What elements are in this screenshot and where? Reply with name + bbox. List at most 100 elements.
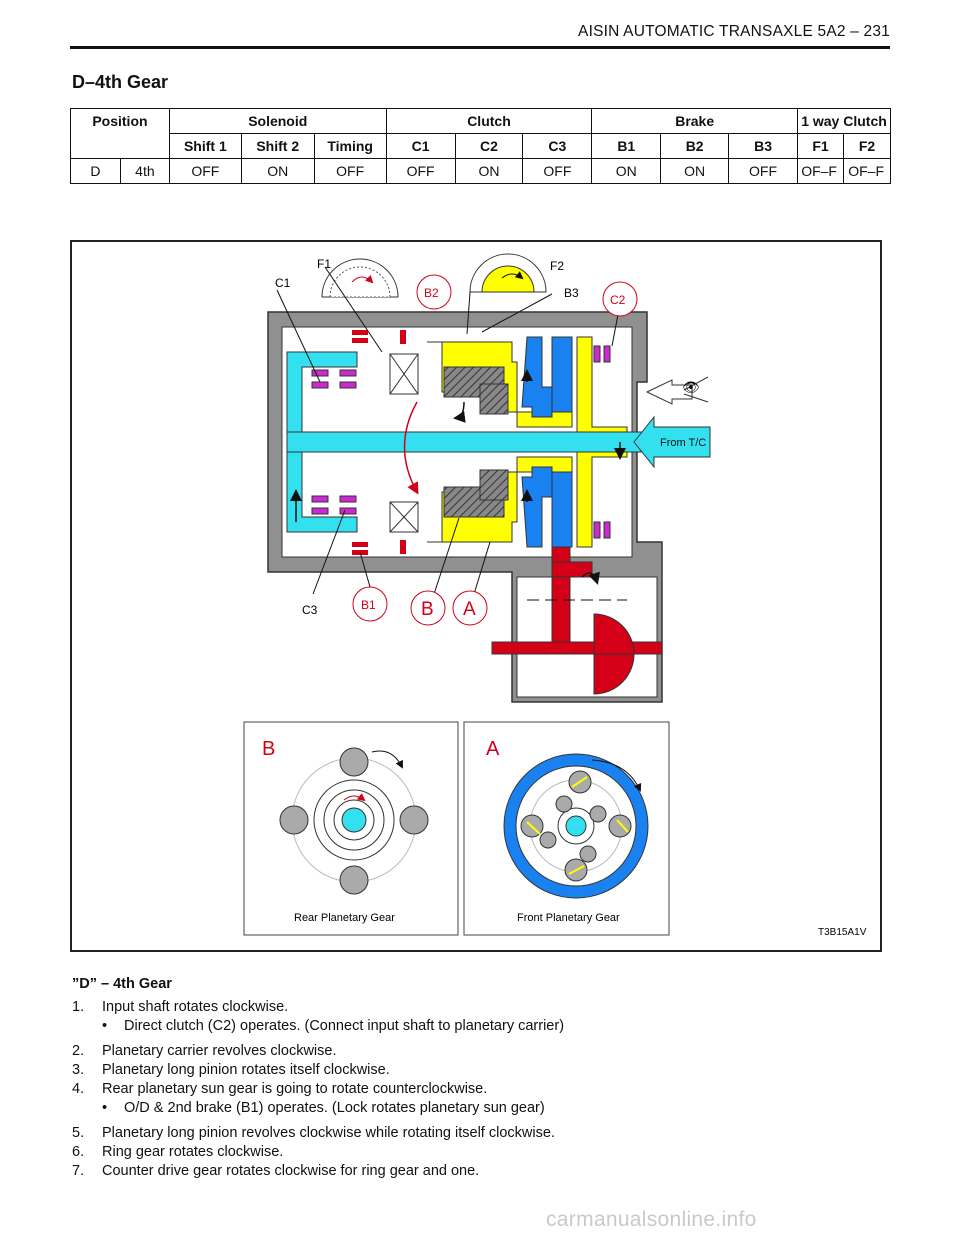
label-b2-bubble: B2 [416,274,452,310]
label-c1: C1 [275,276,291,290]
counter-driven-gear [551,561,593,578]
label-b1: B1 [361,598,376,612]
watermark: carmanualsonline.info [546,1208,757,1231]
rear-planetary-inset: B Rear Planetary Gear [243,721,459,936]
col-c2: C2 [454,133,524,159]
step-number: 7. [72,1163,85,1179]
description-title: ”D” – 4th Gear [72,976,172,992]
step-number: 3. [72,1062,85,1078]
list-item: 6. Ring gear rotates clockwise. [72,1143,892,1162]
cell-gear: 4th [119,158,170,184]
header-solenoid: Solenoid [168,108,387,134]
rear-pinion-top [339,747,369,777]
list-item: 2. Planetary carrier revolves clockwise. [72,1042,892,1061]
cell-c1: OFF [385,158,456,184]
label-a-bubble: A [452,590,488,626]
table-subheader-row: Shift 1 Shift 2 Timing C1 C2 C3 B1 B2 B3… [70,133,892,159]
col-timing: Timing [313,133,387,159]
label-c2-bubble: C2 [602,281,638,317]
list-item: 7. Counter drive gear rotates clockwise … [72,1162,892,1181]
differential-lower [593,653,635,695]
front-long-pinion-right [608,814,632,838]
step-text: Ring gear rotates clockwise. [102,1144,284,1160]
col-b1: B1 [591,133,662,159]
c2-drum-lower [576,451,628,548]
short-pinion-lower [479,469,509,501]
from-tc-arrow: From T/C [633,415,711,469]
rotation-arrows [290,369,626,585]
front-planetary-inset: A Front Planetary Gear [463,721,670,936]
f1-one-way-clutch [389,353,419,533]
bullet-dot: • [102,1018,108,1034]
view-direction-arrow: 👁 [645,376,709,405]
ring-gear-web-lower [551,471,573,548]
label-b: B [421,599,434,620]
counter-drive-gear [551,546,571,643]
col-shift1: Shift 1 [168,133,242,159]
front-planetary-title: Front Planetary Gear [517,912,620,924]
cell-timing: OFF [313,158,387,184]
label-b3: B3 [564,286,579,300]
bullet-dot: • [102,1100,108,1116]
col-f2: F2 [842,133,892,159]
col-f1: F1 [797,133,844,159]
label-f1: F1 [317,257,331,271]
col-shift2: Shift 2 [240,133,315,159]
gear-engagement-table: Position Solenoid Clutch Brake 1 way Clu… [70,108,892,184]
inset-label-b: B [262,738,275,760]
step-text: Planetary long pinion rotates itself clo… [102,1062,390,1078]
header-brake: Brake [591,108,798,134]
rear-pinion-bottom [339,865,369,895]
cell-b2: ON [660,158,730,184]
cell-b3: OFF [728,158,798,184]
page-header: AISIN AUTOMATIC TRANSAXLE 5A2 – 231 [70,20,890,49]
c1-drum-upper [286,351,358,433]
f2-gauge-icon [469,253,547,293]
counter-shaft [491,641,663,655]
list-bullet: • Direct clutch (C2) operates. (Connect … [72,1017,892,1036]
list-bullet: • O/D & 2nd brake (B1) operates. (Lock r… [72,1099,892,1118]
section-title: D–4th Gear [72,72,169,92]
list-item: 5. Planetary long pinion revolves clockw… [72,1124,892,1143]
step-number: 6. [72,1144,85,1160]
description: ”D” – 4th Gear 1. Input shaft rotates cl… [72,975,892,1181]
ring-gear-lower [521,466,553,548]
col-c3: C3 [522,133,593,159]
label-f2: F2 [550,259,564,273]
step-number: 1. [72,999,85,1015]
short-pinion-upper [479,383,509,415]
step-text: Input shaft rotates clockwise. [102,999,289,1015]
input-shaft [286,431,648,453]
bullet-text: O/D & 2nd brake (B1) operates. (Lock rot… [124,1100,545,1116]
header-position-blank [70,133,170,159]
col-b3: B3 [728,133,798,159]
bullet-text: Direct clutch (C2) operates. (Connect in… [124,1018,565,1034]
label-b-bubble: B [410,590,446,626]
label-c2: C2 [610,293,626,307]
label-b1-bubble: B1 [352,586,388,622]
eye-icon: 👁 [682,379,700,395]
header-clutch: Clutch [385,108,593,134]
cell-b1: ON [591,158,662,184]
header-position: Position [70,108,170,134]
cell-c2: ON [454,158,524,184]
c1-clutch-plates [311,369,357,515]
step-text: Planetary carrier revolves clockwise. [102,1043,337,1059]
col-c1: C1 [385,133,456,159]
step-number: 5. [72,1125,85,1141]
c2-clutch-plates [593,345,611,539]
figure-code: T3B15A1V [818,927,867,938]
label-from-tc: From T/C [660,437,706,449]
inset-label-a: A [486,738,500,760]
step-text: Counter drive gear rotates clockwise for… [102,1163,480,1179]
rear-pinion-right [399,805,429,835]
cell-range: D [70,158,121,184]
cell-shift1: OFF [168,158,242,184]
cell-f2: OF–F [842,158,892,184]
list-item: 4. Rear planetary sun gear is going to r… [72,1080,892,1099]
step-text: Rear planetary sun gear is going to rota… [102,1081,488,1097]
list-item: 1. Input shaft rotates clockwise. [72,998,892,1017]
sun-gear-rotation-arrow [403,401,419,495]
f1-gauge-icon [321,258,399,298]
step-text: Planetary long pinion revolves clockwise… [102,1125,555,1141]
